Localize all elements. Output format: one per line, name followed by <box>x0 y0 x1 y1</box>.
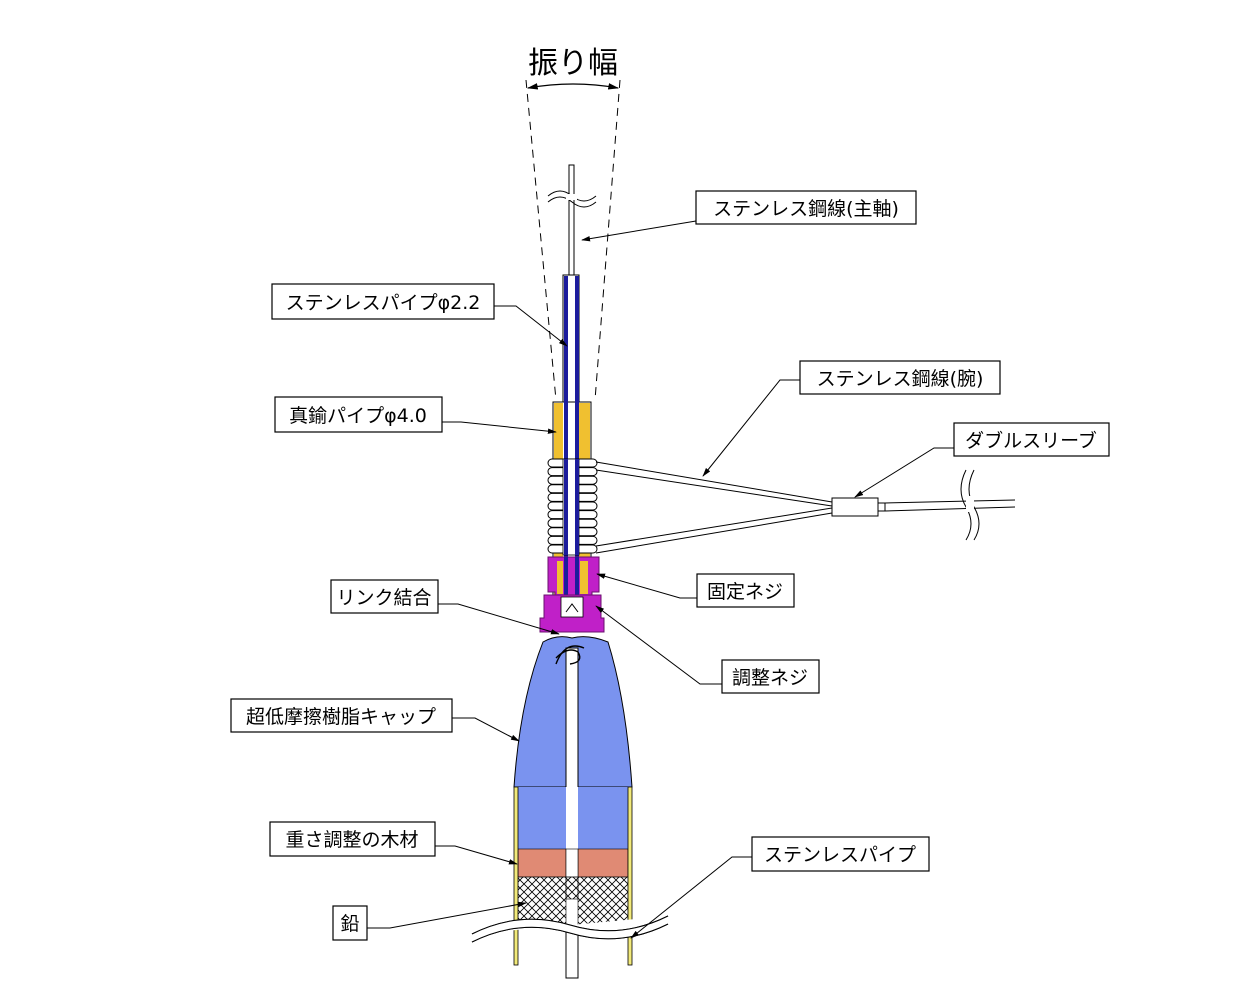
fixing-screw <box>547 556 600 613</box>
label-wood-weight: 重さ調整の木材 <box>285 829 418 851</box>
label-ss-pipe: ステンレスパイプ <box>764 844 916 866</box>
callout-ss-pipe: ステンレスパイプ <box>630 836 930 939</box>
amplitude-title: 振り幅 <box>528 46 618 81</box>
adjusting-screw <box>539 594 605 633</box>
label-link-joint: リンク結合 <box>336 587 431 609</box>
label-lead: 鉛 <box>340 913 359 935</box>
label-ss-pipe-2-2: ステンレスパイプφ2.2 <box>286 292 481 314</box>
callout-brass-pipe: 真鍮パイプφ4.0 <box>274 396 557 434</box>
label-main-wire: ステンレス鋼線(主軸) <box>713 198 899 220</box>
callout-fixing-screw: 固定ネジ <box>596 573 795 608</box>
label-arm-wire: ステンレス鋼線(腕) <box>817 368 984 390</box>
callout-ss-pipe-2-2: ステンレスパイプφ2.2 <box>271 283 568 347</box>
callout-arm-wire: ステンレス鋼線(腕) <box>702 360 1001 477</box>
callout-double-sleeve: ダブルスリーブ <box>854 422 1110 498</box>
callout-resin-cap: 超低摩擦樹脂キャップ <box>230 698 520 742</box>
main-wire <box>547 164 597 276</box>
callout-wood-weight: 重さ調整の木材 <box>269 821 518 865</box>
label-adjust-screw: 調整ネジ <box>732 667 808 689</box>
callout-main-wire: ステンレス鋼線(主軸) <box>581 190 917 242</box>
callout-link-joint: リンク結合 <box>330 579 560 635</box>
label-resin-cap: 超低摩擦樹脂キャップ <box>246 706 436 728</box>
label-double-sleeve: ダブルスリーブ <box>965 429 1097 452</box>
double-sleeve-part <box>831 497 879 517</box>
callout-adjust-screw: 調整ネジ <box>595 605 820 694</box>
coil <box>547 458 598 556</box>
outer-pipe <box>471 786 669 979</box>
callout-lead: 鉛 <box>332 901 527 941</box>
label-fixing-screw: 固定ネジ <box>707 581 783 603</box>
arm-wires <box>595 461 1016 554</box>
amplitude-dimension: 振り幅 <box>525 46 621 401</box>
label-brass-pipe: 真鍮パイプφ4.0 <box>289 405 427 427</box>
